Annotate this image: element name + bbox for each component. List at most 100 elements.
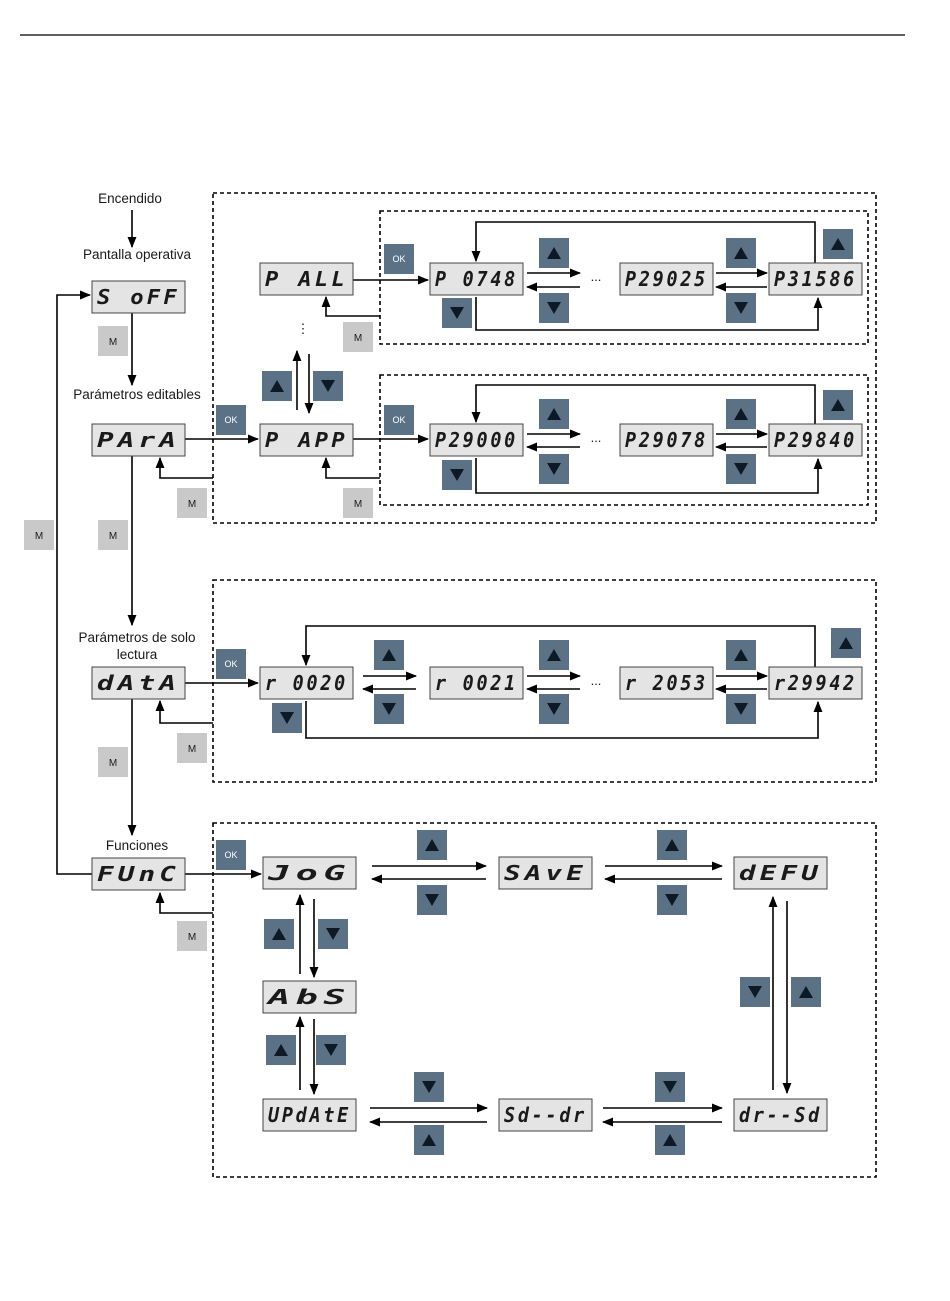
arrow-p0748-return-p-all: [326, 297, 380, 316]
ellipsis-r-list: ...: [591, 673, 602, 688]
down-key-jog-abs: [318, 919, 348, 949]
arrow-p-app-return-para: [160, 458, 213, 478]
up-key-p-list-1: [539, 238, 569, 268]
down-key-save-defu: [657, 885, 687, 915]
display-text: P ALL: [265, 267, 348, 291]
display-text: S oFF: [97, 285, 180, 309]
up-key-r-list-1: [374, 640, 404, 670]
m-key-label: M: [354, 333, 362, 344]
display-r2053: r 2053: [620, 667, 713, 699]
m-key-label: M: [35, 531, 43, 542]
up-key-abs-update: [266, 1035, 296, 1065]
down-key-r-list-wrap: [272, 703, 302, 733]
m-key-readonly: M: [98, 747, 128, 777]
ellipsis-app-list: ...: [591, 430, 602, 445]
m-key-label: M: [109, 758, 117, 769]
display-r0020: r 0020: [260, 667, 353, 699]
up-key-app-list-wrap: [823, 390, 853, 420]
ok-key-p-all: OK: [384, 244, 414, 274]
up-key-defu-drsd: [791, 977, 821, 1007]
display-text: PArA: [97, 428, 180, 452]
display-text: P29000: [435, 428, 518, 452]
display-p-all: P ALL: [260, 263, 353, 295]
arrow-r0020-return-data: [160, 701, 213, 723]
m-key-editable: M: [98, 520, 128, 550]
display-p29000: P29000: [430, 424, 523, 456]
display-text: SAvE: [504, 861, 587, 885]
display-func: FUnC: [92, 858, 185, 890]
display-p29025: P29025: [620, 263, 713, 295]
down-key-update-sddr: [414, 1072, 444, 1102]
up-key-app-list-2: [726, 399, 756, 429]
down-key-app-list-wrap: [442, 460, 472, 490]
label-operating-screen: Pantalla operativa: [83, 247, 192, 262]
arrow-jog-return-func: [160, 893, 213, 913]
m-key-data: M: [177, 733, 207, 763]
arrow-p-list-wrap-bottom: [476, 297, 818, 330]
display-p0748: P 0748: [430, 263, 523, 295]
display-text: dr--Sd: [739, 1103, 822, 1127]
m-key-operating: M: [98, 326, 128, 356]
display-defu: dEFU: [734, 857, 827, 889]
ellipsis-p-list: ...: [591, 269, 602, 284]
m-key-p-all: M: [343, 322, 373, 352]
up-key-r-list-2: [539, 640, 569, 670]
display-r29942: r29942: [769, 667, 862, 699]
m-key-label: M: [354, 499, 362, 510]
vertical-ellipsis: ⋮: [297, 321, 310, 336]
ok-key-data: OK: [216, 649, 246, 679]
display-text: P29078: [625, 428, 708, 452]
display-para: PArA: [92, 424, 185, 456]
up-key-update-sddr: [414, 1125, 444, 1155]
down-key-app-list-2: [726, 454, 756, 484]
ok-key-p-app: OK: [384, 405, 414, 435]
display-text: JoG: [266, 861, 351, 885]
display-update: UPdAtE: [263, 1099, 356, 1131]
ok-key-label: OK: [392, 415, 405, 425]
down-key-r-list-2: [539, 694, 569, 724]
display-text: r 0020: [265, 671, 348, 695]
up-key-p-list-2: [726, 238, 756, 268]
ok-key-label: OK: [224, 415, 237, 425]
display-text: r 0021: [435, 671, 518, 695]
m-key-label: M: [188, 744, 196, 755]
arrow-p-list-wrap-top: [476, 222, 815, 263]
down-key-p-menu: [313, 371, 343, 401]
m-key-label: M: [109, 531, 117, 542]
display-dr-sd: dr--Sd: [734, 1099, 827, 1131]
ok-key-label: OK: [224, 850, 237, 860]
display-text: P APP: [265, 428, 348, 452]
display-jog: JoG: [263, 857, 356, 889]
ok-key-label: OK: [224, 659, 237, 669]
ok-key-para: OK: [216, 405, 246, 435]
down-key-r-list-1: [374, 694, 404, 724]
display-save: SAvE: [499, 857, 592, 889]
display-text: UPdAtE: [268, 1103, 351, 1127]
display-text: AbS: [264, 985, 351, 1009]
display-p-app: P APP: [260, 424, 353, 456]
display-text: r 2053: [625, 671, 708, 695]
display-p29078: P29078: [620, 424, 713, 456]
down-key-sddr-drsd: [655, 1072, 685, 1102]
display-data: dAtA: [92, 667, 185, 699]
down-key-defu-drsd: [740, 977, 770, 1007]
m-key-p-app: M: [343, 488, 373, 518]
ok-key-label: OK: [392, 254, 405, 264]
up-key-sddr-drsd: [655, 1125, 685, 1155]
up-key-save-defu: [657, 830, 687, 860]
display-text: Sd--dr: [504, 1103, 587, 1127]
label-editable-params: Parámetros editables: [73, 387, 201, 402]
arrow-func-return-to-operating: [57, 295, 92, 874]
up-key-p-menu: [262, 371, 292, 401]
m-key-func: M: [177, 921, 207, 951]
display-p29840: P29840: [769, 424, 862, 456]
ok-key-func: OK: [216, 840, 246, 870]
label-readonly-params-2: lectura: [117, 647, 158, 662]
m-key-return-loop: M: [24, 520, 54, 550]
up-key-r-list-wrap: [831, 628, 861, 658]
down-key-jog-save: [417, 885, 447, 915]
display-sd-dr: Sd--dr: [499, 1099, 592, 1131]
arrow-p29000-return-p-app: [326, 458, 380, 478]
